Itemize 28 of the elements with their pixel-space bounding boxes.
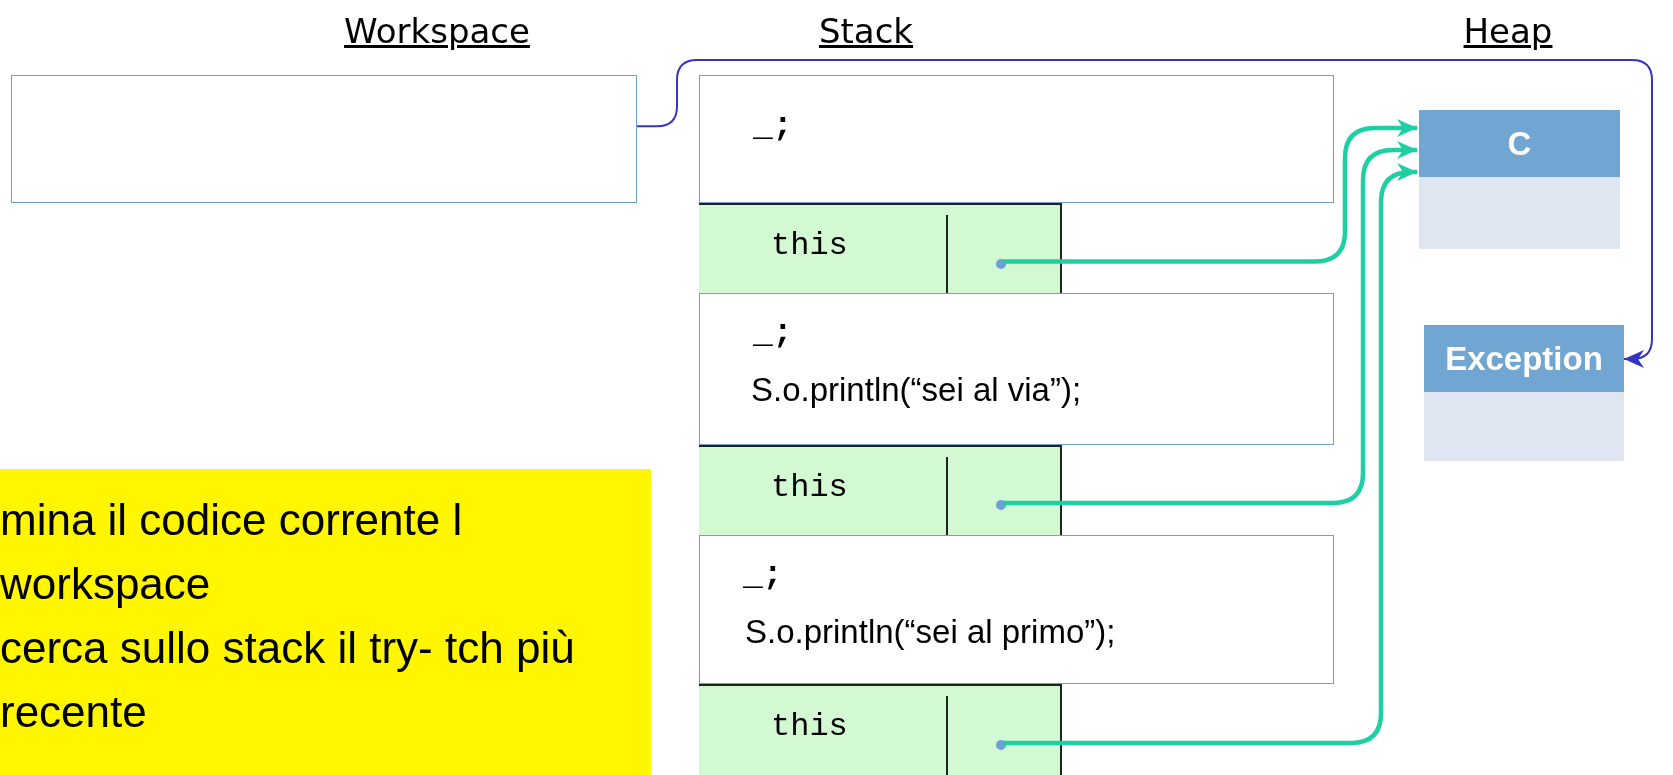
- code-line: _;: [753, 108, 793, 145]
- note-box: [0, 469, 651, 775]
- code-line: _;: [743, 557, 783, 594]
- object-class-header: C: [1419, 110, 1620, 177]
- reference-arrow: [1003, 163, 1418, 746]
- heap-object-box: [1419, 110, 1620, 249]
- object-class-header: Exception: [1424, 325, 1624, 392]
- code-line: _;: [753, 315, 793, 352]
- column-heading: Heap: [1463, 11, 1553, 51]
- variable-row: [699, 203, 1062, 294]
- variable-name: this: [771, 227, 848, 264]
- reference-arrow: [636, 59, 1653, 368]
- column-heading: Workspace: [344, 11, 530, 51]
- workspace-box: [11, 75, 637, 203]
- stack-frame-box: [699, 75, 1334, 203]
- variable-row: [699, 445, 1062, 535]
- variable-name: this: [771, 469, 848, 506]
- code-statement: S.o.println(“sei al via”);: [751, 371, 1082, 409]
- heap-object-box: [1424, 325, 1624, 461]
- stack-frame-box: [699, 535, 1334, 684]
- stack-frame-box: [699, 293, 1334, 445]
- column-heading: Stack: [818, 11, 914, 51]
- reference-arrow: [1003, 119, 1417, 264]
- note-text: cerca sullo stack il try- tch più recente: [0, 622, 576, 738]
- code-statement: S.o.println(“sei al primo”);: [745, 613, 1116, 651]
- variable-row: [699, 684, 1062, 775]
- reference-arrow: [1003, 141, 1417, 506]
- variable-name: this: [771, 708, 848, 745]
